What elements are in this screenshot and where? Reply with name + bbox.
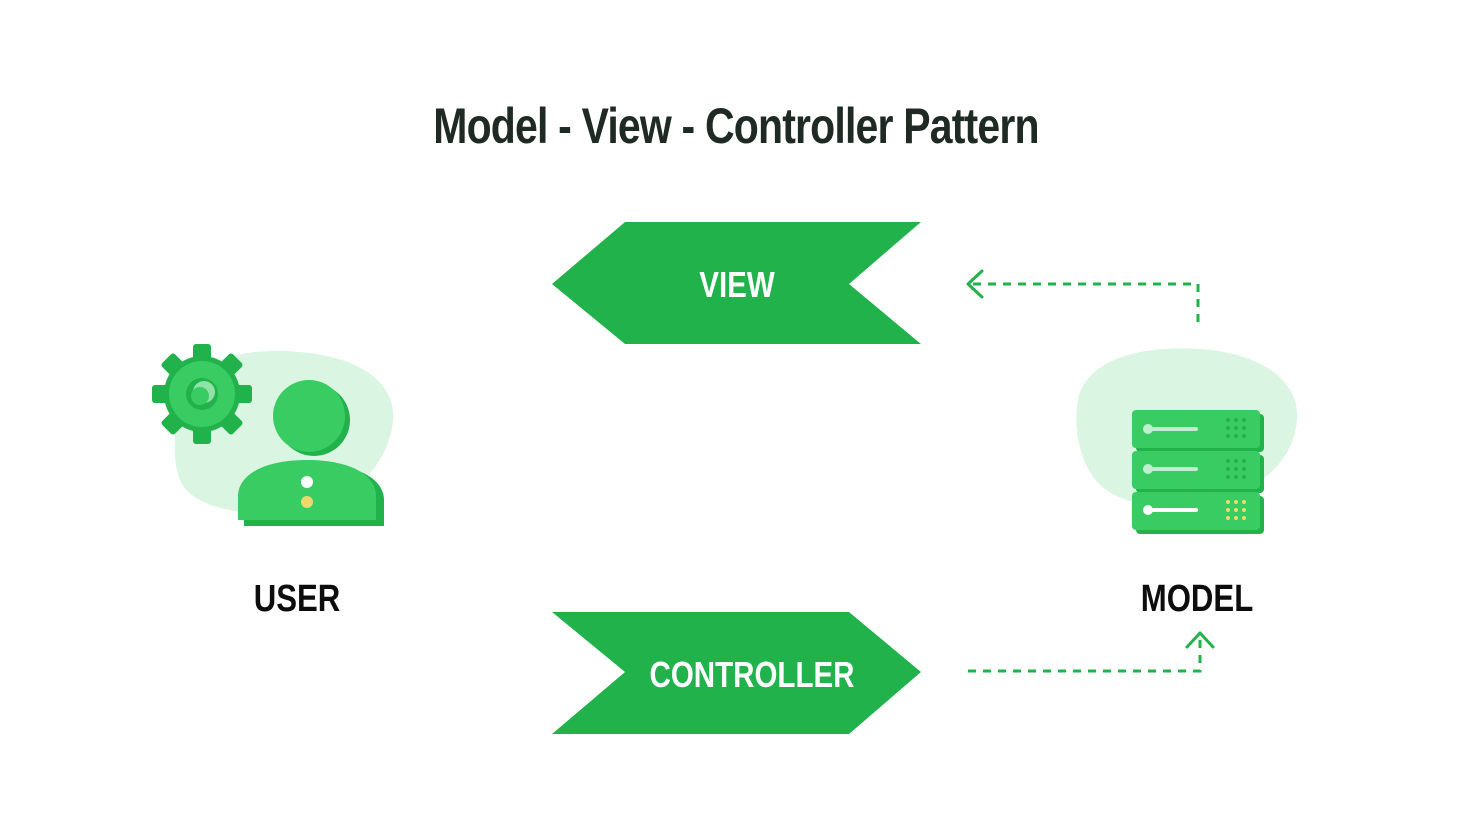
arrow-head-up-icon — [1185, 631, 1215, 649]
view-ribbon-shape — [552, 222, 921, 344]
model-label: MODEL — [1140, 578, 1254, 620]
arrow-head-left-icon — [966, 269, 984, 299]
model-to-view-arrow — [966, 269, 1200, 322]
server-stack-icon — [1076, 348, 1298, 534]
gear-icon — [152, 344, 252, 444]
view-label: VIEW — [699, 264, 775, 305]
user-label: USER — [253, 578, 341, 620]
server-unit-middle — [1132, 451, 1264, 493]
controller-to-model-arrow — [968, 631, 1215, 673]
user-with-gear-icon — [152, 344, 394, 526]
controller-ribbon-shape — [552, 612, 921, 734]
diagram-title: Model - View - Controller Pattern — [433, 98, 1039, 154]
server-unit-bottom — [1132, 492, 1264, 534]
controller-label: CONTROLLER — [649, 654, 855, 695]
server-unit-top — [1132, 410, 1264, 452]
